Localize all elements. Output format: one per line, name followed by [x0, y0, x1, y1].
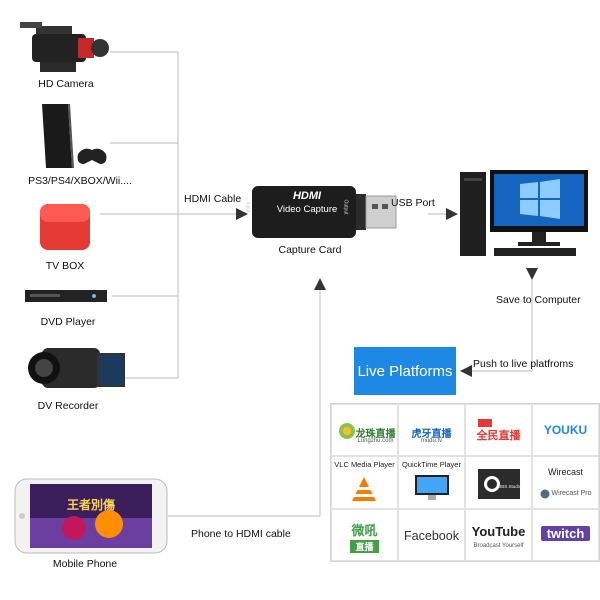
- platform-weihou: 微吼 直播: [331, 508, 398, 561]
- arrow-phone-up: [314, 278, 326, 290]
- mobile-phone: 王者別傷: [14, 478, 168, 554]
- platform-youku: YOUKU: [532, 404, 599, 457]
- dragon-logo-icon: [339, 423, 355, 439]
- platform-mudu: 虎牙直播 mudu.tv: [398, 404, 465, 457]
- capture-card-input-label: Input: [244, 201, 251, 213]
- label-hd-camera: HD Camera: [38, 78, 94, 90]
- platform-quanmin: 全民直播: [465, 404, 532, 457]
- dv-recorder-icon: [28, 348, 125, 388]
- platform-twitch: twitch: [532, 508, 599, 561]
- label-tv-box: TV BOX: [45, 260, 85, 272]
- arrow-to-capture: [236, 208, 248, 220]
- vlc-cone-icon: [352, 477, 376, 502]
- live-platforms-box: Live Platforms: [354, 347, 456, 395]
- capture-card-model: Video Capture: [276, 204, 338, 215]
- label-console: PS3/PS4/XBOX/Wii....: [28, 175, 132, 187]
- label-dv-recorder: DV Recorder: [37, 400, 99, 412]
- wirecast-logo-icon: [540, 489, 550, 499]
- platform-longzhu: 龙珠直播 Longzhu.com: [331, 404, 398, 457]
- platform-facebook: Facebook: [398, 508, 465, 561]
- label-capture-card: Capture Card: [278, 244, 342, 256]
- arrow-to-live: [460, 365, 472, 377]
- capture-card-icon: [252, 186, 397, 238]
- capture-card: HDMI Video Capture Input Output: [245, 182, 428, 242]
- arrow-to-computer: [446, 208, 458, 220]
- label-hdmi-cable: HDMI Cable: [184, 193, 242, 205]
- live-platforms-grid: 龙珠直播 Longzhu.com 虎牙直播 mudu.tv 全民直播 YOUKU…: [330, 403, 600, 562]
- label-phone-to-hdmi: Phone to HDMI cable: [191, 528, 291, 540]
- arrow-save-down: [526, 268, 538, 280]
- label-save-to-computer: Save to Computer: [496, 294, 581, 306]
- game-console-icon: [42, 104, 107, 168]
- mobile-phone-icon: [14, 478, 168, 554]
- hd-camera-icon: [20, 22, 109, 72]
- dvd-player-icon: [25, 290, 107, 302]
- platform-vlc: VLC Media Player: [331, 456, 398, 509]
- platform-obs: OBS Studio: [465, 456, 532, 509]
- platform-quicktime: QuickTime Player: [398, 456, 465, 509]
- imac-icon: [415, 475, 449, 501]
- label-mobile-phone: Mobile Phone: [52, 558, 118, 570]
- label-usb-port: USB Port: [391, 197, 435, 209]
- platform-wirecast: Wirecast Wirecast Pro: [532, 456, 599, 509]
- obs-icon: [478, 469, 520, 500]
- desktop-computer-icon: [460, 170, 588, 256]
- platform-youtube: YouTube Broadcast Yourself: [465, 508, 532, 561]
- label-dvd-player: DVD Player: [40, 316, 96, 328]
- game-title: 王者別傷: [66, 498, 115, 512]
- label-push-to-live: Push to live platfroms: [473, 358, 574, 370]
- capture-card-brand: HDMI: [292, 190, 322, 202]
- tv-box-icon: [40, 204, 90, 250]
- live-tv-icon: [478, 419, 492, 427]
- capture-card-output-label: Output: [342, 199, 349, 215]
